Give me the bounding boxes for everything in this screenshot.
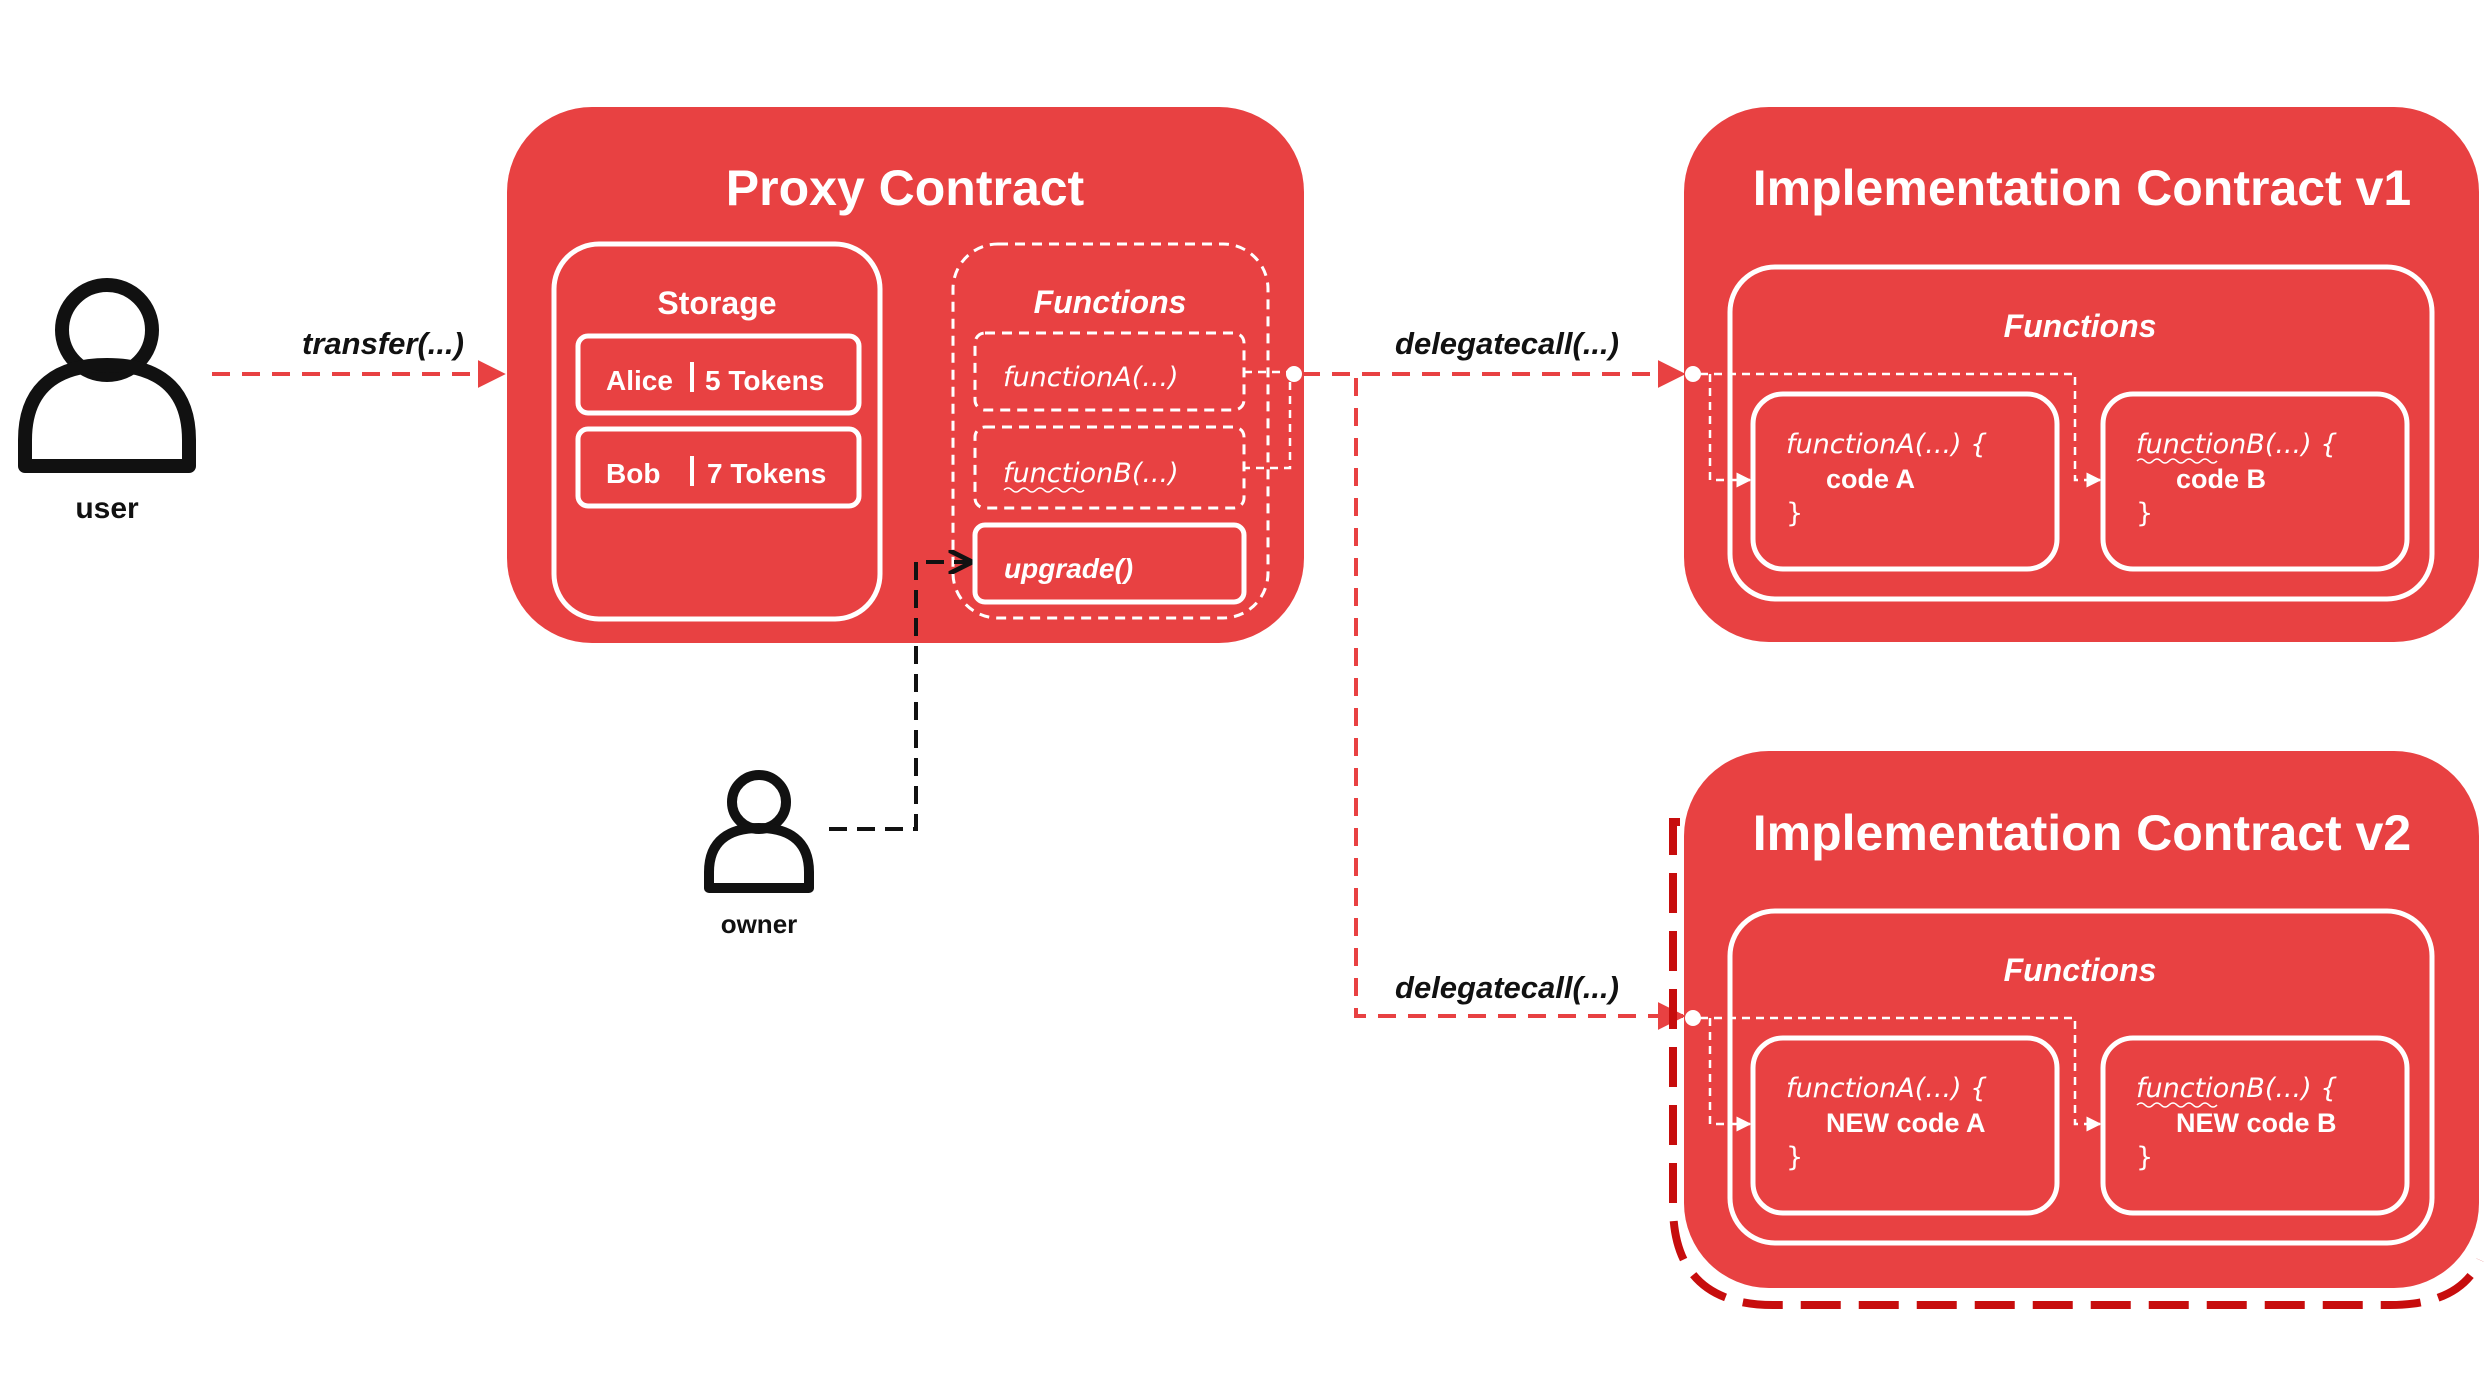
upgrade-edge xyxy=(829,562,970,831)
owner-label: owner xyxy=(721,909,798,939)
delegatecall-v2-label: delegatecall(...) xyxy=(1395,970,1619,1005)
implementation-v2-highlight-border xyxy=(1669,818,2484,1309)
storage-row-name: Bob xyxy=(606,458,660,489)
proxy-contract-title: Proxy Contract xyxy=(726,160,1085,216)
v1-function-b-close: } xyxy=(2136,498,2153,529)
proxy-contract: Proxy Contract Storage Alice 5 Tokens Bo… xyxy=(507,107,1304,643)
storage-row-value: 5 Tokens xyxy=(705,365,824,396)
proxy-upgrade-function: upgrade() xyxy=(972,522,1247,605)
proxy-upgrade-label: upgrade() xyxy=(1004,553,1133,584)
storage-panel: Storage Alice 5 Tokens Bob 7 Tokens xyxy=(551,241,883,622)
implementation-v1-functions-title: Functions xyxy=(2004,308,2157,344)
delegatecall-v1-edge: delegatecall(...) xyxy=(1302,326,1686,388)
implementation-v2-functions-title: Functions xyxy=(2004,952,2157,988)
v1-function-b: functionB(...) { code B } xyxy=(2100,391,2410,572)
storage-row: Alice 5 Tokens xyxy=(575,333,862,416)
proxy-functions-title: Functions xyxy=(1034,284,1187,320)
storage-row: Bob 7 Tokens xyxy=(575,426,862,509)
v2-function-b-signature: functionB(...) { xyxy=(2136,1073,2337,1104)
storage-title: Storage xyxy=(657,285,776,321)
implementation-v2-functions-panel xyxy=(1727,908,2435,1246)
v2-function-a: functionA(...) { NEW code A } xyxy=(1750,1035,2060,1216)
delegatecall-v2-edge: delegatecall(...) xyxy=(1354,378,1686,1030)
proxy-function-a-label: functionA(...) xyxy=(1003,362,1179,393)
v1-function-b-signature: functionB(...) { xyxy=(2136,429,2337,460)
v2-route-a xyxy=(1708,1018,1752,1132)
squiggle-underline xyxy=(2136,458,2218,464)
storage-row-name: Alice xyxy=(606,365,673,396)
proxy-contract-box xyxy=(507,107,1304,643)
squiggle-underline xyxy=(1003,487,1085,493)
user-actor: user xyxy=(18,278,196,525)
v1-function-a-body: code A xyxy=(1826,464,1915,494)
v1-function-b-body: code B xyxy=(2176,464,2266,494)
implementation-v2-title: Implementation Contract v2 xyxy=(1753,805,2411,861)
v2-function-b-body: NEW code B xyxy=(2176,1108,2337,1138)
storage-row-value: 7 Tokens xyxy=(707,458,826,489)
v1-entry-dot xyxy=(1685,366,1701,382)
transfer-label: transfer(...) xyxy=(302,326,464,361)
proxy-functions-panel: Functions functionA(...) functionB(...) … xyxy=(951,242,1270,620)
delegatecall-v1-label: delegatecall(...) xyxy=(1395,326,1619,361)
user-label: user xyxy=(75,492,139,525)
v1-function-a: functionA(...) { code A } xyxy=(1750,391,2060,572)
proxy-function-a: functionA(...) xyxy=(973,331,1246,412)
v2-function-b-close: } xyxy=(2136,1142,2153,1173)
v1-route-a xyxy=(1708,374,1752,488)
v2-route-b xyxy=(1700,1016,2102,1132)
v2-function-a-close: } xyxy=(1786,1142,1803,1173)
person-icon xyxy=(18,278,196,473)
implementation-v2-box xyxy=(1684,751,2479,1288)
v1-route-b xyxy=(1700,372,2102,488)
implementation-v1-functions-panel xyxy=(1727,264,2435,602)
v2-entry-dot xyxy=(1685,1010,1701,1026)
implementation-v2: Implementation Contract v2 Functions fun… xyxy=(1669,751,2484,1309)
proxy-function-b-label: functionB(...) xyxy=(1003,458,1179,489)
v1-function-a-close: } xyxy=(1786,498,1803,529)
v2-function-b: functionB(...) { NEW code B } xyxy=(2100,1035,2410,1216)
v1-function-a-signature: functionA(...) { xyxy=(1786,429,1987,460)
implementation-v1: Implementation Contract v1 Functions fun… xyxy=(1684,107,2479,642)
proxy-exit-dot xyxy=(1286,366,1302,382)
squiggle-underline xyxy=(2136,1102,2218,1108)
implementation-v1-box xyxy=(1684,107,2479,642)
v2-function-a-signature: functionA(...) { xyxy=(1786,1073,1987,1104)
v2-function-a-body: NEW code A xyxy=(1826,1108,1986,1138)
transfer-edge: transfer(...) xyxy=(212,326,506,388)
owner-actor: owner xyxy=(704,770,814,939)
implementation-v1-title: Implementation Contract v1 xyxy=(1753,160,2411,216)
person-icon xyxy=(704,770,814,893)
